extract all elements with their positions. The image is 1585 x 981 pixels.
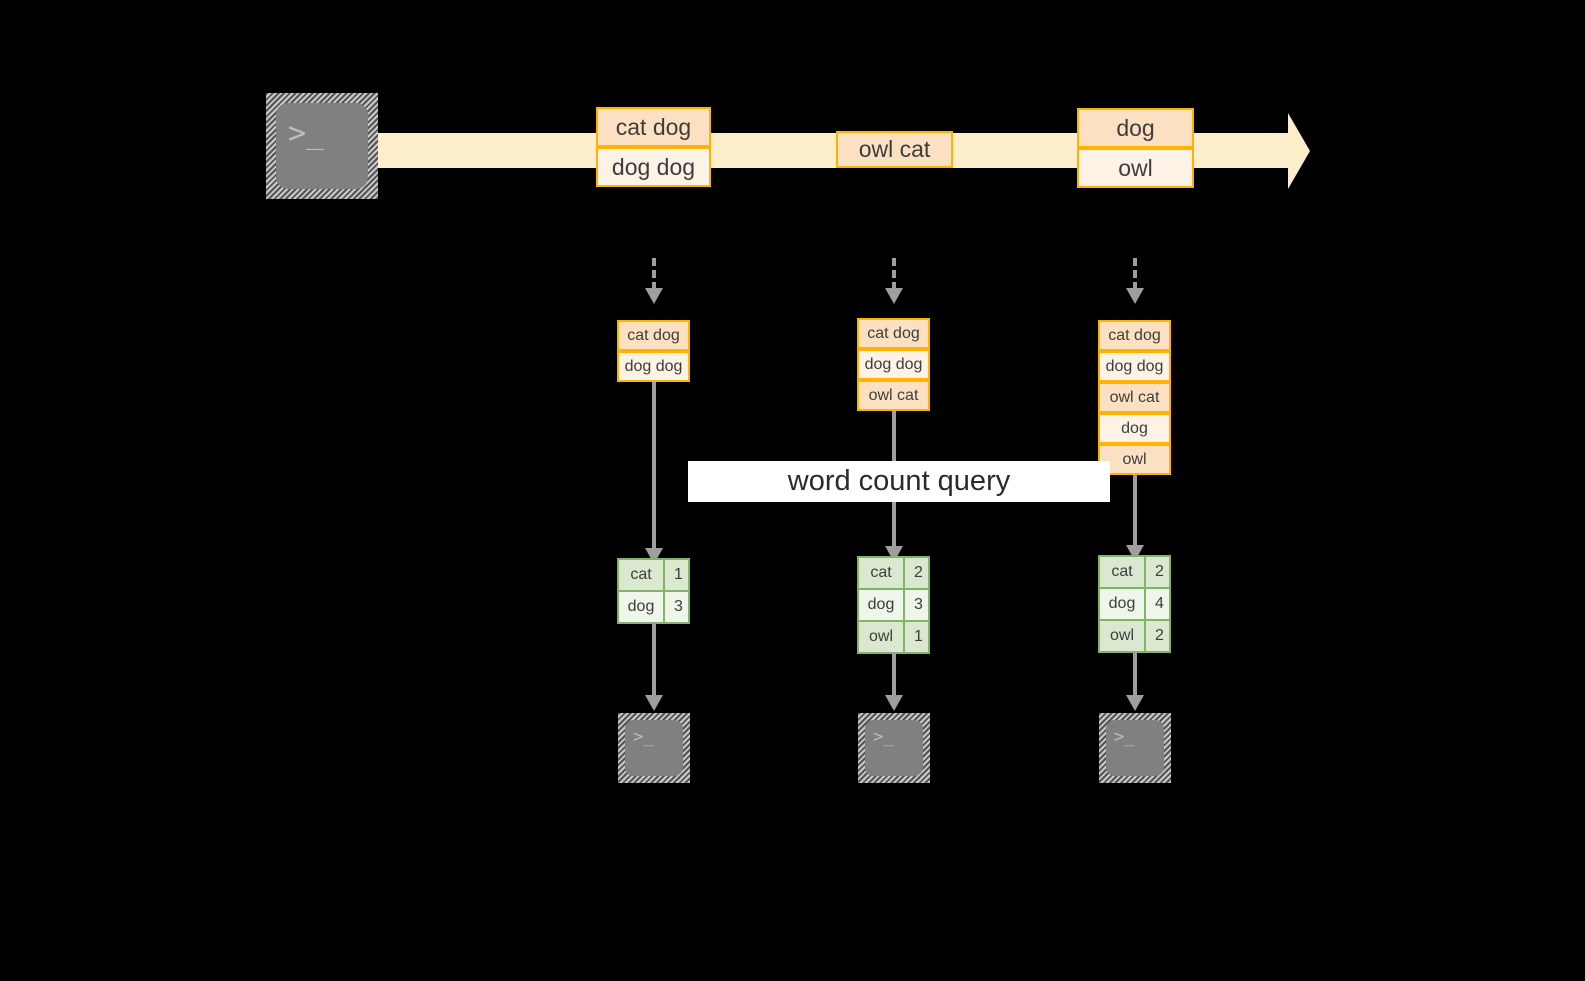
stream-event-label: dog (1116, 115, 1155, 141)
input-stream-arrowhead (1288, 113, 1310, 189)
sink-terminal-icon: >_ (618, 713, 690, 783)
terminal-prompt-glyph: >_ (288, 116, 325, 151)
stream-event-label: owl cat (858, 136, 931, 162)
batch-to-result-connector (1133, 475, 1137, 553)
trigger-connector-dashed (1133, 258, 1137, 290)
result-to-sink-arrowhead (1126, 695, 1144, 711)
stream-event-box: cat dog (596, 107, 711, 147)
stream-event-box: dog dog (596, 147, 711, 187)
trigger-connector-dashed (892, 258, 896, 290)
result-count-cell: 2 (1146, 621, 1169, 651)
batch-event-label: owl cat (868, 387, 919, 404)
batch-event-box: dog dog (1098, 351, 1171, 382)
batch-event-label: owl (1122, 451, 1147, 468)
result-to-sink-arrowhead (885, 695, 903, 711)
table-row: cat 1 (619, 560, 688, 590)
batch-event-box: owl cat (1098, 382, 1171, 413)
terminal-prompt-glyph: >_ (873, 727, 894, 747)
batch-event-box: dog (1098, 413, 1171, 444)
table-row: owl 2 (1100, 619, 1169, 651)
result-word-cell: owl (1100, 621, 1146, 651)
result-table: cat 2 dog 3 owl 1 (857, 556, 930, 654)
table-row: dog 3 (859, 588, 928, 620)
batch-event-label: cat dog (627, 327, 680, 344)
result-count-cell: 2 (1146, 557, 1169, 587)
result-count-cell: 1 (665, 560, 688, 590)
result-word-cell: owl (859, 622, 905, 652)
trigger-connector-arrowhead (645, 288, 663, 304)
batch-event-label: cat dog (1108, 327, 1161, 344)
batch-event-box: owl cat (857, 380, 930, 411)
source-terminal-icon: >_ (266, 93, 378, 199)
batch-event-box: cat dog (1098, 320, 1171, 351)
result-count-cell: 2 (905, 558, 928, 588)
table-row: dog 3 (619, 590, 688, 622)
table-row: cat 2 (1100, 557, 1169, 587)
result-count-cell: 1 (905, 622, 928, 652)
result-word-cell: dog (1100, 589, 1146, 619)
result-count-cell: 3 (665, 592, 688, 622)
batch-to-result-connector (652, 382, 656, 554)
trigger-connector-arrowhead (885, 288, 903, 304)
batch-event-box: dog dog (857, 349, 930, 380)
query-label-band: word count query (688, 461, 1110, 502)
result-to-sink-connector (1133, 651, 1137, 700)
stream-event-label: cat dog (615, 114, 692, 140)
result-table: cat 2 dog 4 owl 2 (1098, 555, 1171, 653)
query-label-text: word count query (787, 465, 1011, 497)
table-row: owl 1 (859, 620, 928, 652)
batch-event-label: cat dog (867, 325, 920, 342)
result-word-cell: dog (859, 590, 905, 620)
result-table: cat 1 dog 3 (617, 558, 690, 624)
result-to-sink-connector (652, 622, 656, 700)
stream-event-label: dog dog (611, 154, 696, 180)
batch-event-label: owl cat (1109, 389, 1160, 406)
result-count-cell: 3 (905, 590, 928, 620)
table-row: dog 4 (1100, 587, 1169, 619)
terminal-prompt-glyph: >_ (633, 727, 654, 747)
batch-event-box: owl (1098, 444, 1171, 475)
batch-event-box: dog dog (617, 351, 690, 382)
batch-event-label: dog dog (624, 358, 683, 375)
stream-event-box: owl cat (836, 131, 953, 168)
result-count-cell: 4 (1146, 589, 1169, 619)
result-to-sink-connector (892, 652, 896, 700)
table-row: cat 2 (859, 558, 928, 588)
sink-terminal-icon: >_ (1099, 713, 1171, 783)
stream-event-box: dog (1077, 108, 1194, 148)
result-word-cell: cat (1100, 557, 1146, 587)
stream-event-label: owl (1118, 155, 1153, 181)
batch-event-label: dog dog (864, 356, 923, 373)
result-to-sink-arrowhead (645, 695, 663, 711)
sink-terminal-icon: >_ (858, 713, 930, 783)
batch-event-box: cat dog (617, 320, 690, 351)
stream-event-box: owl (1077, 148, 1194, 188)
result-word-cell: cat (619, 560, 665, 590)
trigger-connector-dashed (652, 258, 656, 290)
trigger-connector-arrowhead (1126, 288, 1144, 304)
batch-event-box: cat dog (857, 318, 930, 349)
result-word-cell: dog (619, 592, 665, 622)
result-word-cell: cat (859, 558, 905, 588)
terminal-prompt-glyph: >_ (1114, 727, 1135, 747)
batch-event-label: dog (1121, 420, 1148, 437)
batch-event-label: dog dog (1105, 358, 1164, 375)
